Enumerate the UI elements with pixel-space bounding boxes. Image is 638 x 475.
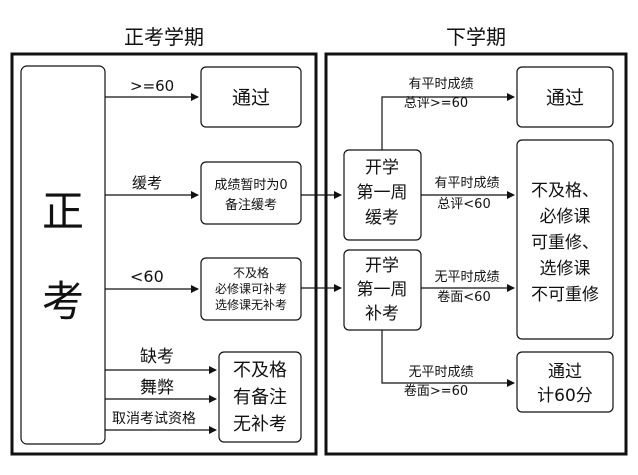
- label-cheat: 舞弊: [140, 378, 174, 398]
- next-pass-box: [516, 66, 614, 128]
- pass60-line-2: 计60分: [537, 386, 593, 406]
- start-defer-line-1: 开学: [365, 158, 399, 178]
- retake-line-4: 选修课: [540, 259, 591, 279]
- fail-box-line-2: 必修课可补考: [215, 281, 287, 296]
- retake-line-3: 可重修、: [531, 233, 599, 253]
- label-absent: 缺考: [140, 347, 174, 367]
- pass-box: [200, 66, 302, 128]
- absent-box-line-2: 有备注: [233, 387, 287, 408]
- exam-box: [20, 65, 106, 445]
- label-ge60: >=60: [130, 77, 174, 95]
- retake-line-5: 不可重修: [531, 285, 599, 305]
- label-defer: 缓考: [132, 174, 162, 192]
- retake-line-1: 不及格、: [531, 181, 599, 201]
- label-low-line-1: 无平时成绩: [434, 270, 499, 285]
- next-term-panel: [324, 52, 628, 456]
- fail-box-line-1: 不及格: [233, 265, 269, 280]
- absent-box-line-1: 不及格: [233, 360, 287, 381]
- start-makeup-line-1: 开学: [365, 256, 399, 276]
- defer-box-line-2: 备注缓考: [225, 197, 277, 213]
- label-mid-line-2: 总评<60: [437, 197, 490, 212]
- label-mid-line-1: 有平时成绩: [434, 176, 499, 191]
- header-next-term: 下学期: [446, 25, 506, 49]
- pass60-line-1: 通过: [548, 362, 582, 382]
- start-defer-line-2: 第一周: [357, 183, 408, 203]
- absent-box-line-3: 无补考: [233, 414, 287, 435]
- label-bot-line-1: 无平时成绩: [408, 365, 473, 380]
- fail-box-line-3: 选修课无补考: [215, 297, 287, 312]
- pass-box-text: 通过: [232, 87, 270, 109]
- next-pass-text: 通过: [546, 87, 584, 109]
- retake-box: [516, 139, 614, 340]
- pass60-box: [516, 351, 614, 413]
- label-lt60: <60: [130, 267, 164, 286]
- label-bot-line-2: 卷面>=60: [404, 383, 468, 399]
- retake-line-2: 必修课: [540, 207, 591, 227]
- label-low-line-2: 卷面<60: [437, 289, 490, 305]
- fail-box: [200, 257, 302, 321]
- defer-box-line-1: 成绩暂时为0: [214, 178, 287, 193]
- label-disqualified: 取消考试资格: [112, 411, 196, 427]
- arrow-defer-pass: [381, 93, 515, 150]
- exam-char-2: 考: [42, 277, 84, 326]
- defer-box: [200, 161, 302, 225]
- exam-char-1: 正: [42, 187, 84, 236]
- label-top-line-1: 有平时成绩: [408, 77, 473, 92]
- absent-box: [218, 351, 302, 443]
- header-regular-term: 正考学期: [124, 25, 204, 49]
- regular-term-panel: [10, 52, 318, 456]
- start-makeup-line-3: 补考: [365, 304, 399, 324]
- label-top-line-2: 总评>=60: [404, 96, 468, 111]
- start-defer-line-3: 缓考: [365, 208, 399, 228]
- arrow-makeup-pass60: [381, 330, 515, 387]
- start-makeup-line-2: 第一周: [357, 280, 408, 300]
